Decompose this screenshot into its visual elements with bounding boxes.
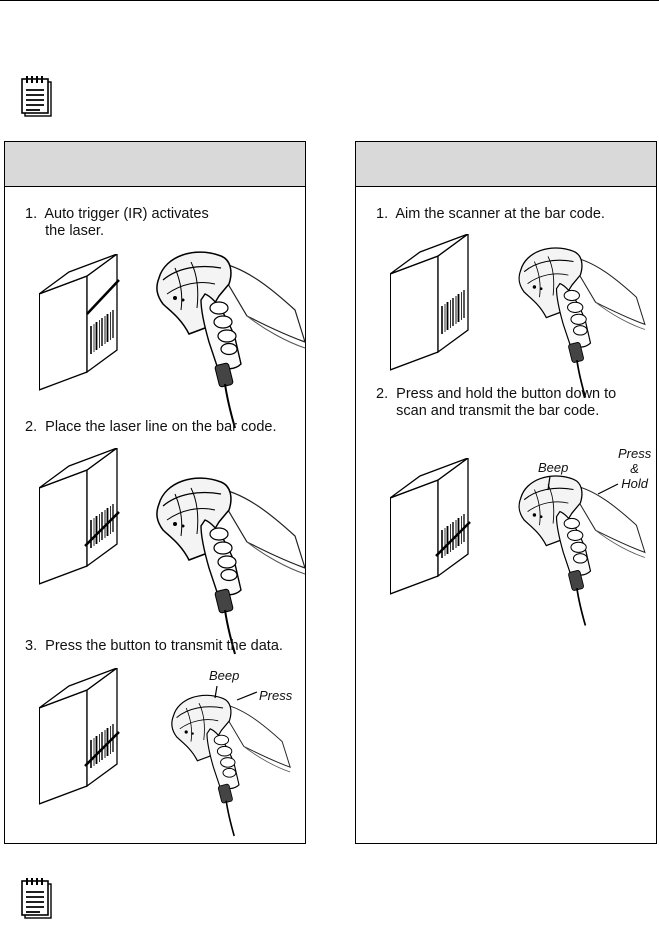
barcode-box-figure [39,668,120,805]
step-1-text: 1. Aim the scanner at the bar code. [376,206,605,222]
top-rule [0,0,659,1]
barcode-box-figure [39,254,120,391]
auto-trigger-panel: 1. Auto trigger (IR) activates the laser… [4,141,306,844]
scanner-hand-figure [155,477,306,655]
note-icon [21,76,52,117]
step-2-text: 2. Place the laser line on the bar code. [25,419,277,435]
callout-lines [547,475,619,495]
note-icon [21,878,52,919]
beep-callout: Beep [209,668,240,683]
manual-trigger-panel: 1. Aim the scanner at the bar code. 2. P… [355,141,657,844]
step-3-text: 3. Press the button to transmit the data… [25,638,283,654]
scanner-hand-figure [170,694,292,837]
press-callout: Press [259,688,293,703]
panel-header [356,142,656,187]
scanner-hand-figure [155,251,306,429]
barcode-box-figure [390,234,469,371]
beep-callout: Beep [538,460,569,475]
panel-header [5,142,305,187]
step-1-text: 1. Auto trigger (IR) activates the laser… [25,206,209,239]
step-2-text: 2. Press and hold the button down to sca… [376,386,617,419]
barcode-box-figure [39,448,120,585]
barcode-box-figure [390,458,471,595]
callout-lines [214,685,258,701]
scanner-hand-figure [518,247,646,399]
press-hold-callout: Press & Hold [618,446,652,491]
